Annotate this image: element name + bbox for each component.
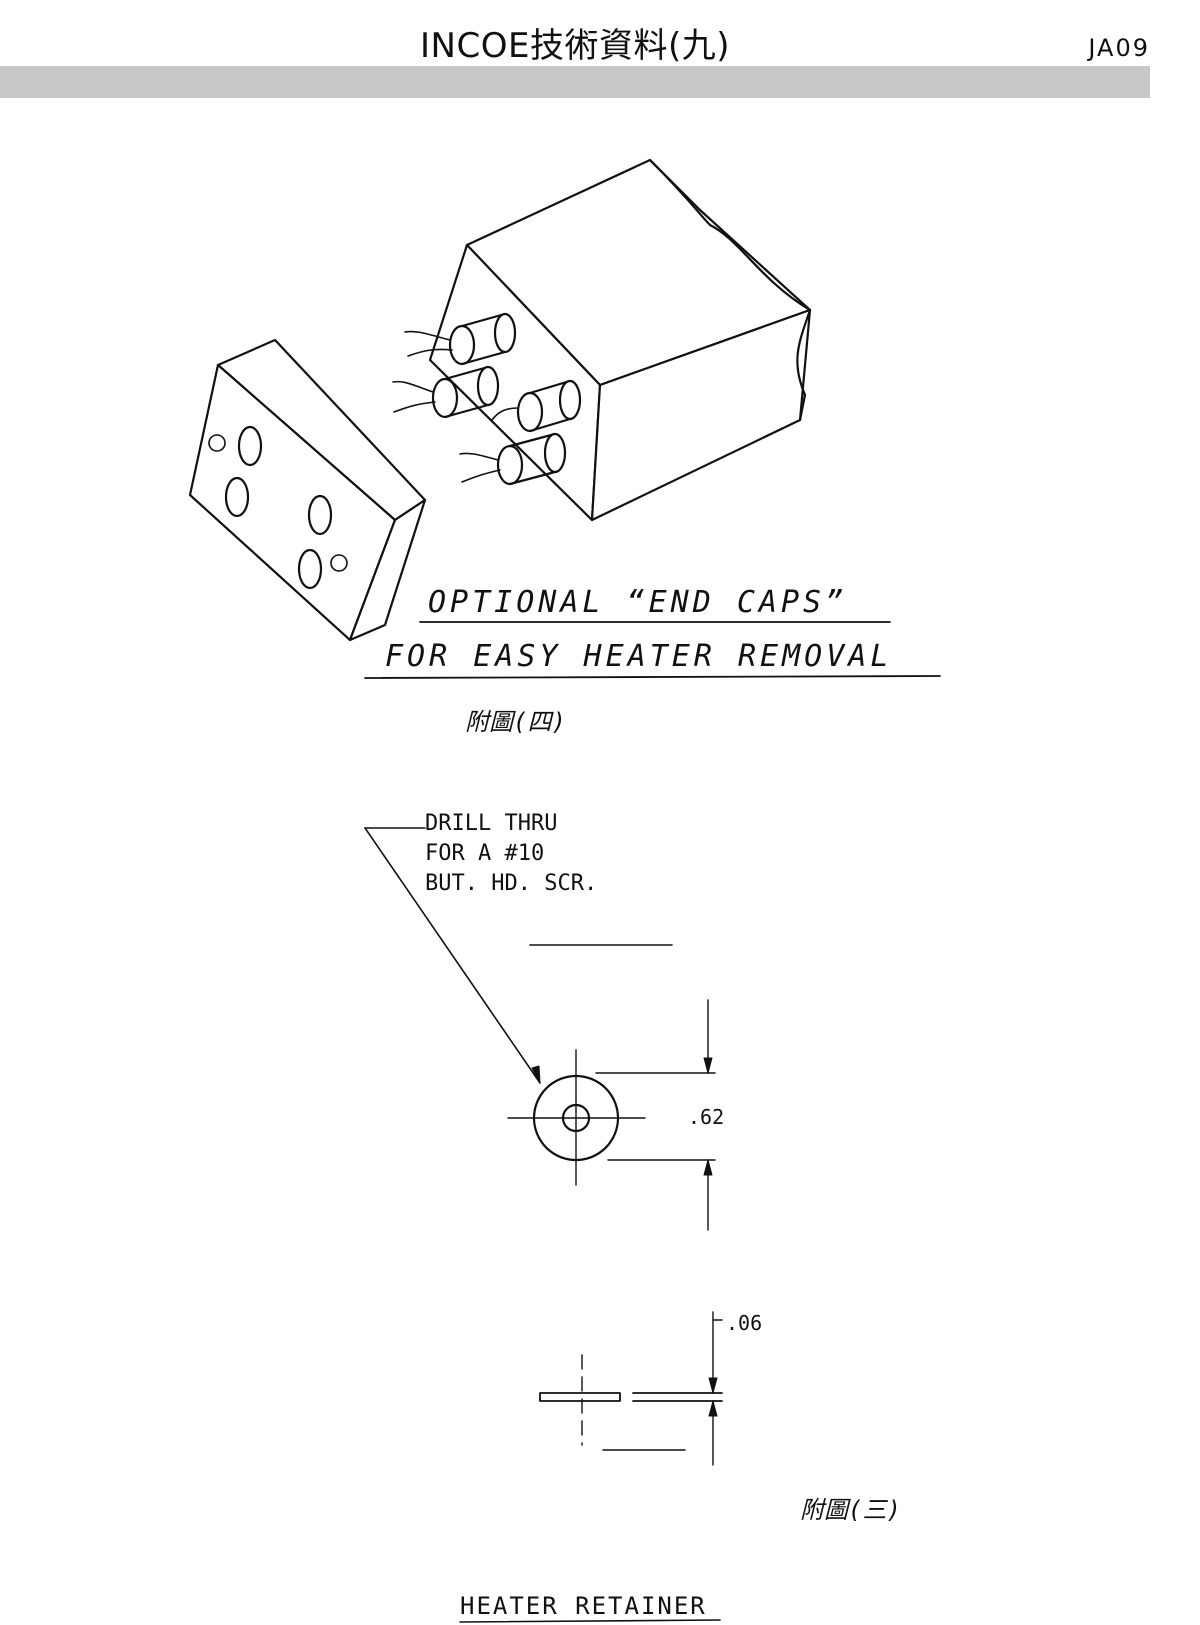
heater-cartridges — [392, 312, 582, 486]
drill-note-line-2: FOR A #10 — [425, 841, 544, 866]
figure-ref-bottom: 附圖(三) — [800, 1496, 901, 1524]
retainer-side-view — [539, 1311, 723, 1466]
caption-line-1: OPTIONAL “END CAPS” — [428, 585, 847, 620]
dimension-diameter: .62 — [688, 1105, 724, 1129]
caption-line-2: FOR EASY HEATER REMOVAL — [385, 639, 892, 674]
figure-ref-top: 附圖(四) — [465, 708, 566, 736]
heater-block — [392, 158, 812, 522]
header-bar — [0, 66, 1150, 98]
dimension-thickness: .06 — [726, 1311, 762, 1335]
end-cap-block — [188, 338, 427, 642]
page-code: JA09 — [1088, 34, 1150, 62]
drill-note-line-1: DRILL THRU — [425, 811, 557, 836]
retainer-plan-view — [364, 827, 716, 1231]
drill-note-line-3: BUT. HD. SCR. — [425, 871, 597, 896]
page-title: INCOE技術資料(九) — [420, 26, 730, 66]
part-name-label: HEATER RETAINER — [460, 1592, 707, 1620]
